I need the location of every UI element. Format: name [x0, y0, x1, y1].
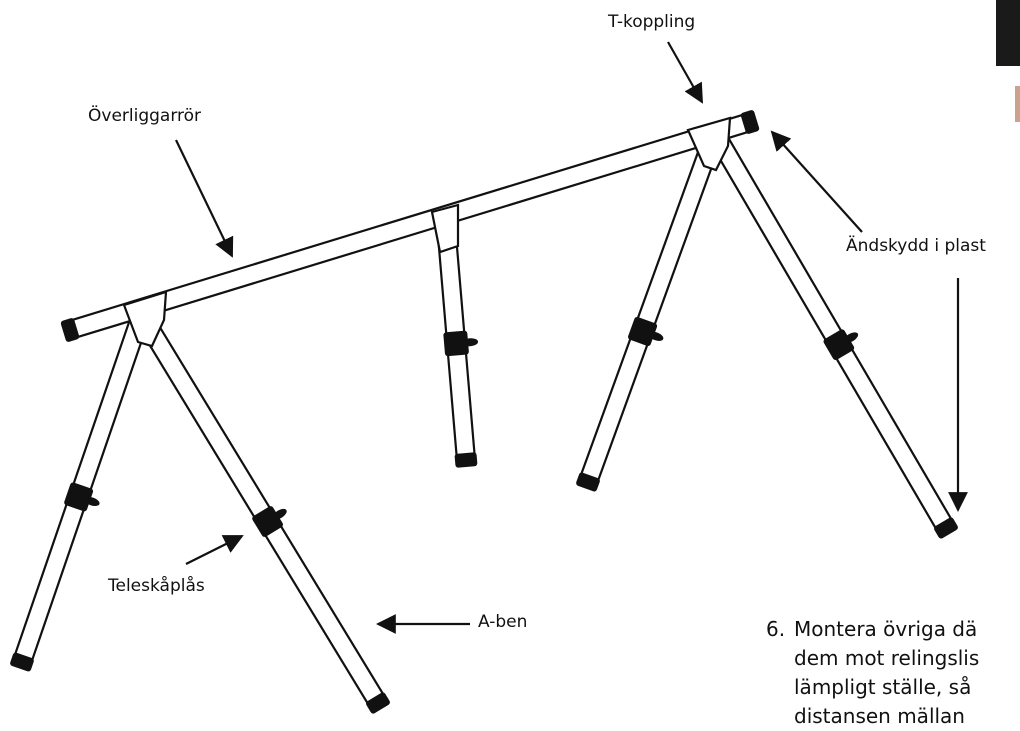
leg-end-cap: [366, 692, 390, 714]
lock-knob: [84, 496, 100, 507]
t-coupling: [430, 203, 460, 254]
instruction-line: 6. Montera övriga dä: [766, 615, 979, 644]
leg-end-cap: [10, 652, 34, 672]
instruction-line: distansen mällan: [794, 704, 965, 728]
leg-tube: [709, 132, 955, 534]
leg-tube: [578, 135, 722, 487]
label-t-coupling: T-koppling: [608, 12, 696, 32]
arrow-t-coupling: [667, 41, 703, 104]
lock-knob: [648, 331, 664, 341]
instruction-line: dem mot relingslis: [794, 646, 980, 670]
arrow-end-cap: [770, 130, 863, 233]
label-telescopic-lock: Teleskåplås: [108, 576, 205, 596]
leg-end-cap: [934, 517, 958, 539]
cropped-edge-element: [996, 0, 1020, 122]
lock-knob: [843, 332, 859, 343]
arrow-top-rail: [175, 139, 234, 258]
instruction-step: 6. Montera övriga dä dem mot relingslis l…: [766, 615, 979, 731]
frame-assembly-diagram: [10, 0, 1020, 714]
telescopic-lock-collar: [64, 482, 94, 512]
callout-arrows: [175, 41, 968, 634]
label-top-rail: Överliggarrör: [88, 106, 202, 126]
step-number: 6.: [766, 617, 786, 641]
label-end-cap: Ändskydd i plast: [846, 236, 986, 256]
rail-end-cap: [60, 318, 80, 342]
leg-end-cap: [454, 452, 478, 468]
label-a-legs: A-ben: [478, 612, 528, 632]
instruction-line: lämpligt ställe, så: [794, 675, 972, 699]
lock-knob: [462, 338, 479, 347]
t-coupling: [122, 290, 168, 348]
rail-end-cap: [740, 110, 760, 134]
telescopic-lock-collar: [443, 330, 469, 357]
leg-end-cap: [576, 472, 600, 492]
fittings: [10, 110, 958, 714]
instruction-text: Montera övriga dä: [794, 617, 978, 641]
telescopic-lock-collar: [628, 316, 658, 347]
t-coupling: [686, 116, 732, 172]
lock-knob: [272, 508, 287, 520]
arrow-telescopic-lock: [185, 535, 244, 565]
